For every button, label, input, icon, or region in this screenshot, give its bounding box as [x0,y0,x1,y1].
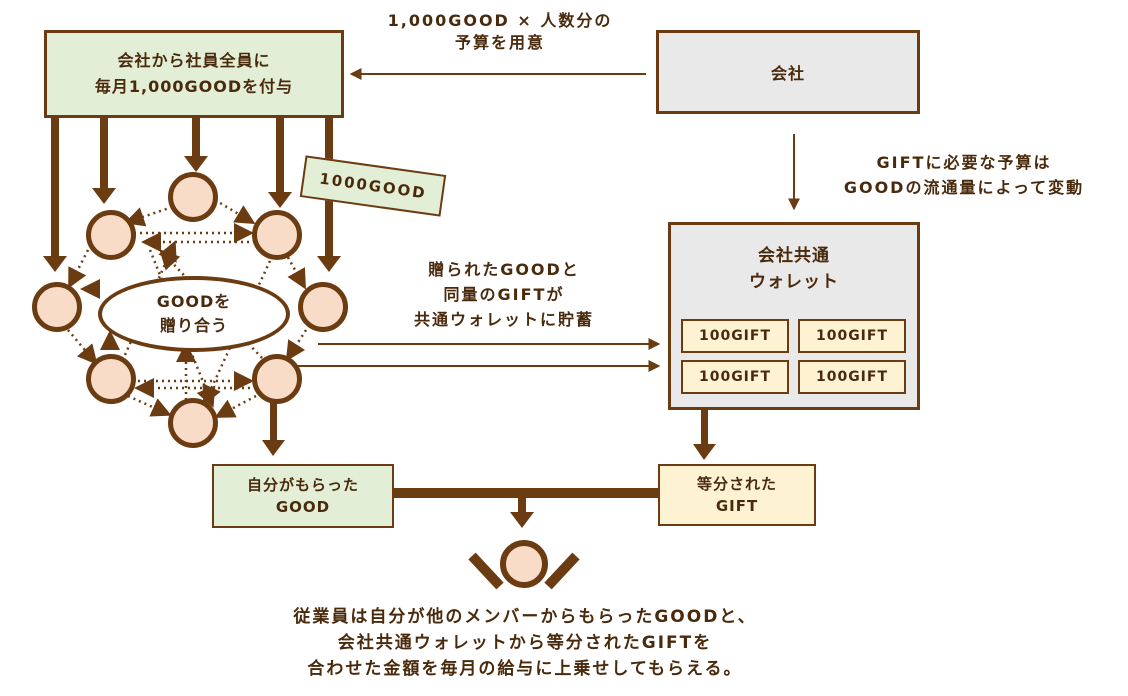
employee-node [298,282,348,332]
gift-token-label: 100GIFT [815,369,889,385]
gift-token: 100GIFT [798,360,906,394]
budget-variation-label: GIFTに必要な予算は GOODの流通量によって変動 [800,150,1128,200]
employee-node [86,354,136,404]
employee-node [32,282,82,332]
gift-token: 100GIFT [798,319,906,353]
store-line-2: 同量のGIFTが [443,285,565,304]
company-grant-line-2: 毎月1,000GOODを付与 [94,77,294,96]
company-grant-box: 会社から社員全員に 毎月1,000GOODを付与 [44,30,344,118]
received-good-line-1: 自分がもらった [246,476,359,494]
received-good-box: 自分がもらった GOOD [212,464,394,528]
employee-node [168,172,218,222]
budget-variation-line-2: GOODの流通量によって変動 [843,178,1085,197]
exchange-line-1: GOODを [156,292,232,311]
gift-token: 100GIFT [681,319,789,353]
store-line-1: 贈られたGOODと [428,260,580,279]
gift-token-label: 100GIFT [698,369,772,385]
budget-variation-line-1: GIFTに必要な予算は [876,153,1052,172]
company-box-label: 会社 [770,64,805,83]
wallet-title-line-2: ウォレット [749,272,839,292]
thin-arrows [292,68,800,372]
budget-prepare-line-1: 1,000GOOD × 人数分の [387,11,613,30]
good-tag-label: 1000GOOD [318,169,428,203]
gift-token-label: 100GIFT [815,328,889,344]
split-gift-line-1: 等分された [696,475,777,493]
employee-node [252,354,302,404]
employee-node [86,210,136,260]
company-box: 会社 [656,30,920,114]
store-line-3: 共通ウォレットに貯蓄 [413,310,594,329]
employee-figure [468,540,580,590]
gift-token: 100GIFT [681,360,789,394]
budget-prepare-label: 1,000GOOD × 人数分の 予算を用意 [360,10,640,54]
budget-prepare-line-2: 予算を用意 [454,33,545,52]
gift-token-label: 100GIFT [698,328,772,344]
footer-line-3: 合わせた金額を毎月の給与に上乗せしてもらえる。 [307,659,743,679]
received-good-line-2: GOOD [275,498,331,516]
footer-line-1: 従業員は自分が他のメンバーからもらったGOODと、 [293,607,757,627]
exchange-line-2: 贈り合う [159,316,228,335]
employee-node [252,210,302,260]
company-grant-line-1: 会社から社員全員に [117,51,271,70]
split-gift-box: 等分された GIFT [658,464,816,526]
footer-line-2: 会社共通ウォレットから等分されたGIFTを [337,633,713,653]
footer-explanation: 従業員は自分が他のメンバーからもらったGOODと、 会社共通ウォレットから等分さ… [190,604,860,682]
split-gift-line-2: GIFT [715,497,759,515]
store-label: 贈られたGOODと 同量のGIFTが 共通ウォレットに貯蓄 [372,257,636,332]
exchange-ellipse: GOODを 贈り合う [98,276,290,352]
wallet-title-line-1: 会社共通 [758,246,830,266]
employee-node [168,398,218,448]
